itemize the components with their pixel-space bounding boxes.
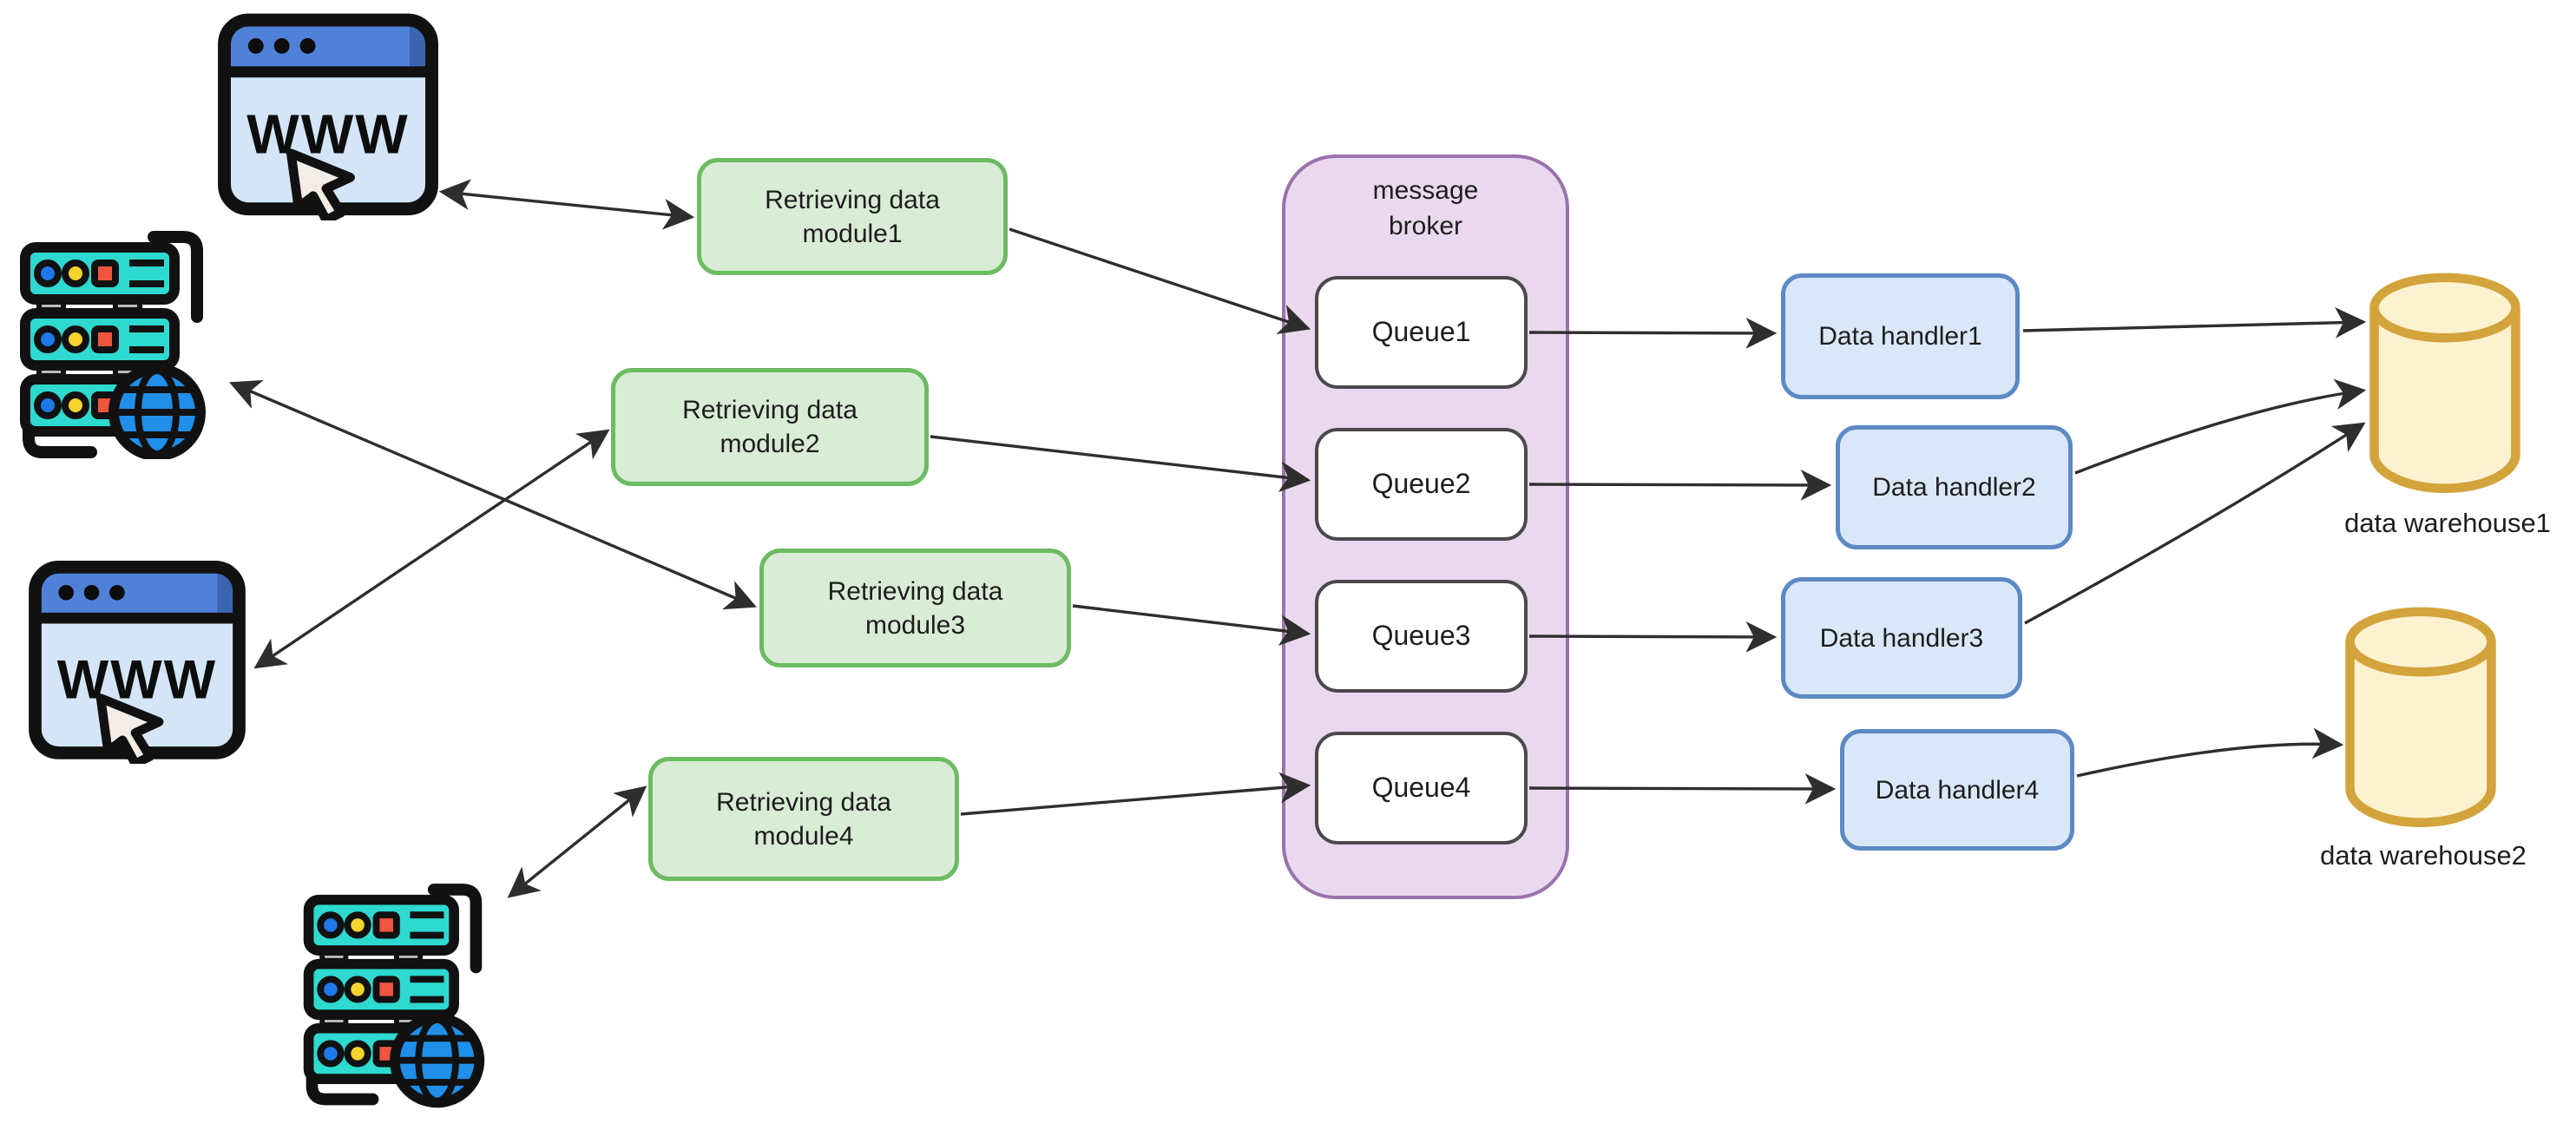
arrow-queue4-handler4 [1528, 773, 1837, 805]
queue3-box: Queue3 [1315, 580, 1528, 693]
globe-icon [390, 1013, 485, 1108]
arrow-queue2-handler2 [1528, 470, 1832, 501]
arrow-module3-queue3 [1072, 604, 1311, 647]
server-globe-icon [20, 231, 206, 459]
cursor-icon [286, 148, 355, 220]
database-cylinder-icon [2345, 607, 2496, 827]
arrow-queue1-handler1 [1528, 318, 1778, 349]
globe-icon [108, 364, 206, 459]
database-cylinder-icon [2369, 273, 2520, 493]
data-handler3-box: Data handler3 [1781, 577, 2022, 699]
server-globe-icon [303, 884, 485, 1108]
data-warehouse1-label: data warehouse1 [2344, 508, 2551, 538]
arrow-handler2-warehouse1 [2074, 378, 2367, 475]
arrow-server2-module4 [507, 785, 647, 898]
www-label: WWW [246, 103, 410, 166]
browser-www-icon: WWW [218, 13, 438, 220]
arrow-module1-queue1 [1009, 227, 1311, 335]
queue1-box: Queue1 [1315, 276, 1528, 389]
www-label: WWW [57, 649, 218, 710]
arrow-server1-module3 [229, 379, 757, 610]
message-broker-title: message broker [1372, 176, 1479, 240]
data-handler1-box: Data handler1 [1781, 273, 2020, 399]
arrow-handler4-warehouse2 [2076, 727, 2344, 778]
data-handler4-box: Data handler4 [1840, 729, 2074, 851]
cursor-icon [95, 693, 164, 764]
browser-www-icon: WWW [29, 561, 246, 764]
data-warehouse2-label: data warehouse2 [2320, 840, 2527, 871]
module4-box: Retrieving data module4 [648, 757, 959, 881]
queue4-box: Queue4 [1315, 732, 1528, 845]
arrow-queue3-handler3 [1528, 621, 1778, 653]
arrow-browser2-module2 [253, 429, 610, 669]
arrow-handler3-warehouse1 [2024, 422, 2366, 625]
queue2-box: Queue2 [1315, 428, 1528, 541]
arrow-module4-queue4 [960, 772, 1311, 816]
arrow-handler1-warehouse1 [2022, 306, 2367, 338]
arrow-module2-queue2 [930, 435, 1311, 493]
data-handler2-box: Data handler2 [1836, 425, 2073, 549]
module3-box: Retrieving data module3 [759, 549, 1071, 667]
module1-box: Retrieving data module1 [697, 158, 1008, 275]
arrow-browser1-module1 [438, 179, 695, 230]
